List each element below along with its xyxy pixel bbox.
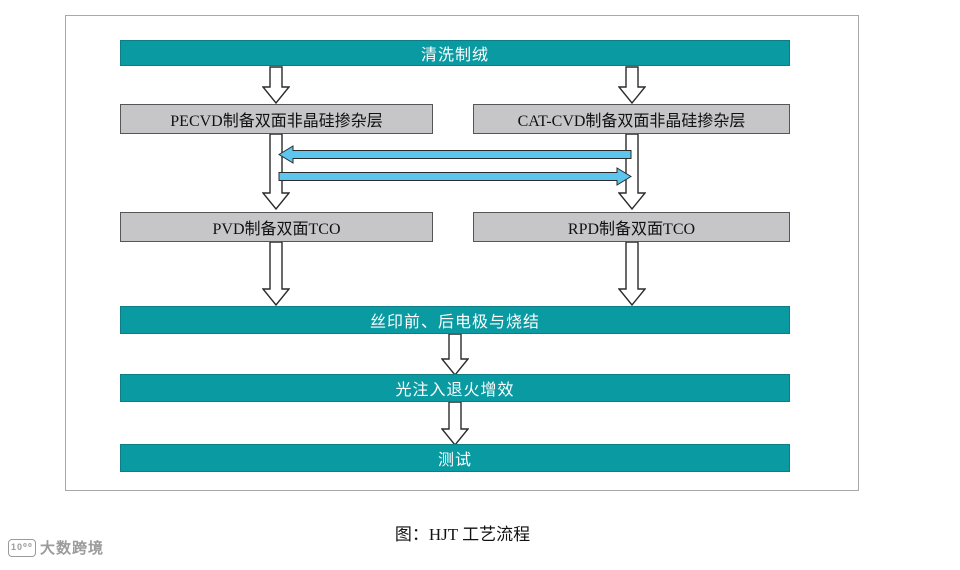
down-arrow-icon	[618, 66, 646, 104]
flow-node-catcvd: CAT-CVD制备双面非晶硅掺杂层	[473, 104, 790, 134]
down-arrow-icon	[618, 134, 646, 210]
flow-node-screen-print: 丝印前、后电极与烧结	[120, 306, 790, 334]
watermark: 10⁰⁰ 大数跨境	[8, 537, 104, 558]
watermark-text: 大数跨境	[40, 540, 105, 557]
flow-node-rpd-label: RPD制备双面TCO	[567, 221, 696, 238]
down-arrow-icon	[262, 66, 290, 104]
flow-node-screen-print-label: 丝印前、后电极与烧结	[369, 314, 540, 331]
flow-node-light-anneal: 光注入退火增效	[120, 374, 790, 402]
figure-caption: 图：HJT 工艺流程	[65, 520, 860, 545]
figure-frame	[65, 15, 859, 491]
flow-node-light-anneal-label: 光注入退火增效	[395, 382, 515, 399]
exchange-arrow-left-icon	[278, 145, 632, 164]
down-arrow-icon	[618, 242, 646, 306]
flow-node-catcvd-label: CAT-CVD制备双面非晶硅掺杂层	[517, 113, 746, 130]
flow-node-pecvd-label: PECVD制备双面非晶硅掺杂层	[170, 113, 383, 130]
flow-node-test: 测试	[120, 444, 790, 472]
exchange-arrow-right-icon	[278, 167, 632, 186]
down-arrow-icon	[262, 242, 290, 306]
flow-node-clean: 清洗制绒	[120, 40, 790, 66]
flow-node-pvd: PVD制备双面TCO	[120, 212, 433, 242]
flow-node-rpd: RPD制备双面TCO	[473, 212, 790, 242]
flow-node-clean-label: 清洗制绒	[420, 47, 489, 64]
down-arrow-icon	[262, 134, 290, 210]
down-arrow-icon	[441, 402, 469, 446]
watermark-logo-icon: 10⁰⁰	[8, 538, 36, 557]
figure-caption-text: 图：HJT 工艺流程	[394, 525, 531, 544]
flow-node-test-label: 测试	[437, 452, 472, 469]
flow-node-pvd-label: PVD制备双面TCO	[212, 221, 341, 238]
down-arrow-icon	[441, 334, 469, 376]
flow-node-pecvd: PECVD制备双面非晶硅掺杂层	[120, 104, 433, 134]
